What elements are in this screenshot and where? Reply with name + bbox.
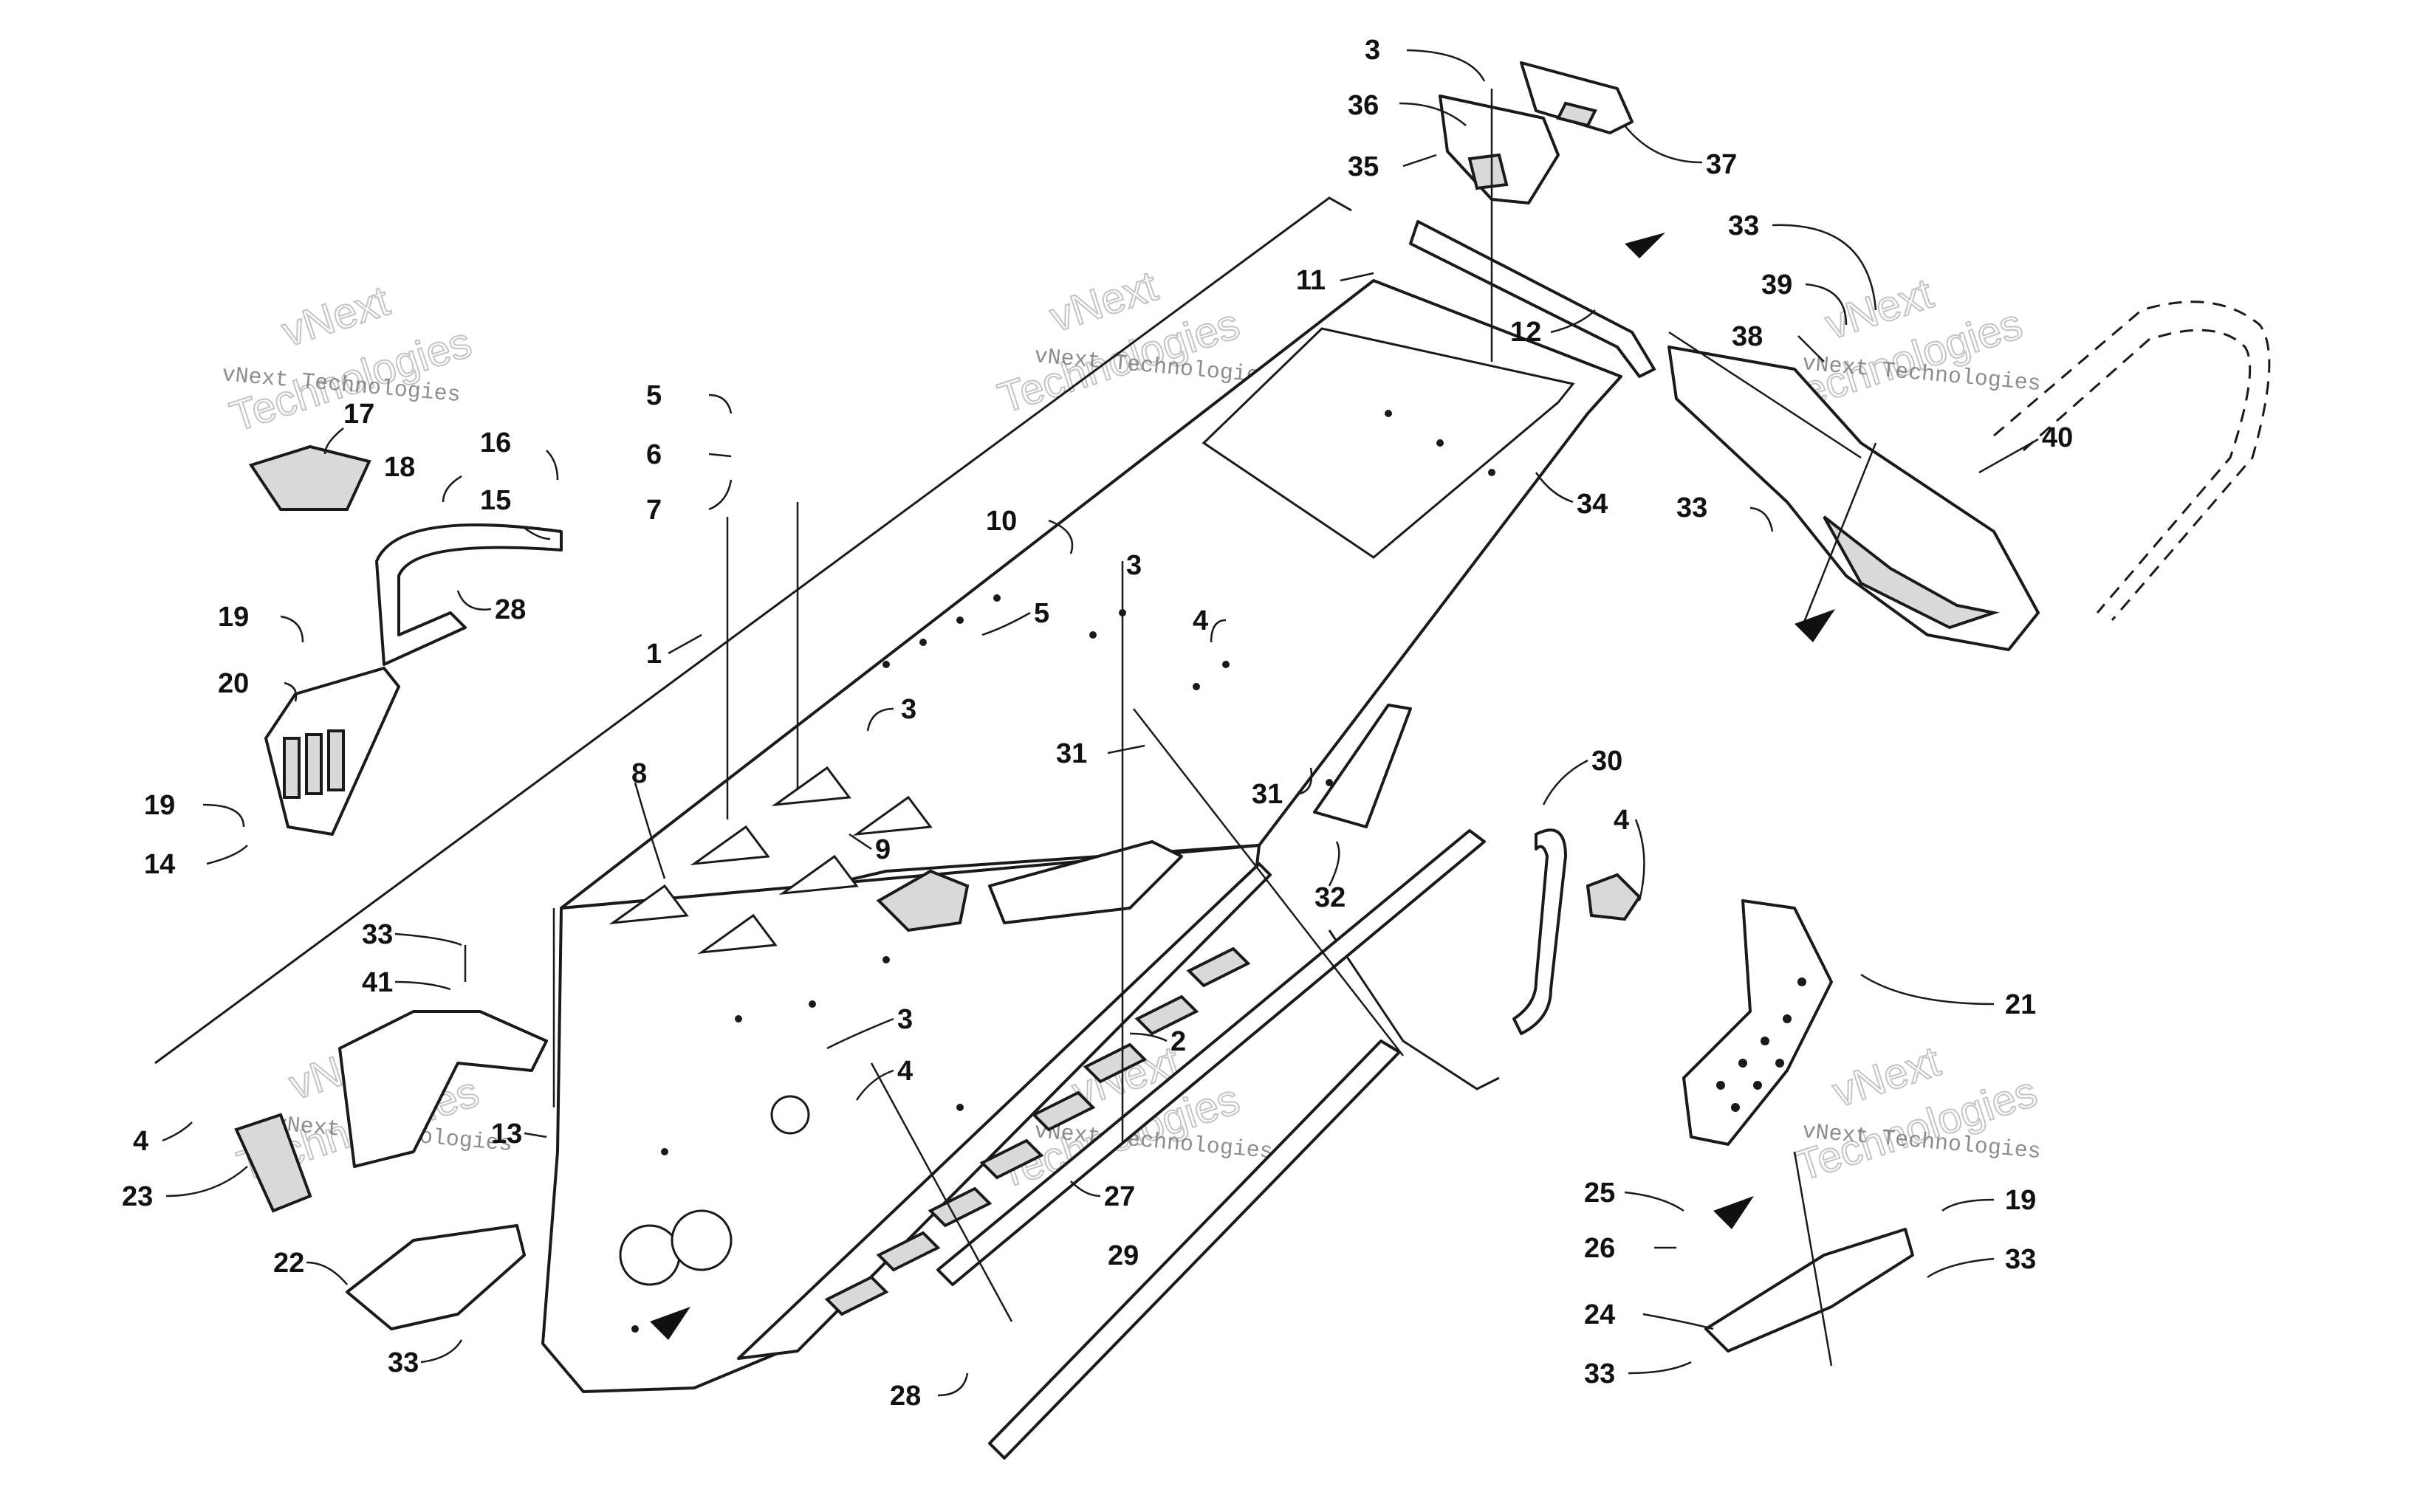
assembly-bracket-line-lower xyxy=(1328,929,1500,1090)
cover-17 xyxy=(248,444,371,511)
running-board-cutouts xyxy=(824,946,1251,1316)
callout-29: 29 xyxy=(1108,1240,1139,1271)
bracket-23 xyxy=(234,1113,312,1213)
footrest-25 xyxy=(1682,899,1833,1146)
callout-leaders xyxy=(162,49,2039,1397)
callout-4-left: 4 xyxy=(133,1126,148,1157)
rear-bracket-12 xyxy=(1409,220,1656,378)
callout-33-rear: 33 xyxy=(1728,210,1759,241)
watermark-1-line1: vNext xyxy=(276,277,395,357)
callout-2: 2 xyxy=(1170,1026,1186,1057)
rivet-dots xyxy=(631,410,1495,1333)
belly-pan-24 xyxy=(1704,1228,1914,1353)
grab-bar-15 xyxy=(375,523,563,666)
callout-8: 8 xyxy=(631,758,647,789)
callout-11: 11 xyxy=(1296,265,1326,296)
callout-18: 18 xyxy=(384,452,415,483)
cooler-panel xyxy=(1202,327,1575,559)
callout-36: 36 xyxy=(1348,90,1379,121)
deck-cutouts xyxy=(609,766,933,955)
arrow-marker-2 xyxy=(1795,609,1835,642)
callout-33-right: 33 xyxy=(2005,1244,2036,1275)
callout-4-lower: 4 xyxy=(897,1056,913,1087)
callout-23: 23 xyxy=(122,1181,153,1212)
callout-4-right: 4 xyxy=(1614,805,1629,836)
callout-26: 26 xyxy=(1584,1233,1615,1264)
callout-1: 1 xyxy=(646,639,662,670)
callouts: 3 36 35 37 11 12 33 39 38 40 33 34 10 5 … xyxy=(122,35,2073,1412)
assembly-bracket-line xyxy=(154,196,1352,1065)
callout-5-left: 5 xyxy=(646,380,662,411)
callout-35: 35 xyxy=(1348,151,1379,182)
callout-40: 40 xyxy=(2042,422,2073,453)
callout-4-center: 4 xyxy=(1193,605,1208,636)
callout-19-upper: 19 xyxy=(218,602,249,633)
side-bracket-ribbed xyxy=(988,840,1183,924)
callout-24: 24 xyxy=(1584,1299,1615,1330)
callout-13: 13 xyxy=(491,1118,522,1150)
callout-41: 41 xyxy=(362,967,393,998)
callout-31-right: 31 xyxy=(1252,779,1283,810)
side-hole-1 xyxy=(619,1224,681,1286)
rail-27 xyxy=(936,829,1486,1286)
callout-33-rear-lower: 33 xyxy=(1676,492,1707,523)
callout-39: 39 xyxy=(1761,269,1792,300)
callout-9: 9 xyxy=(875,834,891,865)
callout-3-center: 3 xyxy=(1126,550,1142,581)
callout-20: 20 xyxy=(218,668,249,699)
callout-19-lower: 19 xyxy=(144,790,175,821)
arrow-marker-4 xyxy=(1713,1196,1754,1229)
callout-16: 16 xyxy=(480,427,511,458)
callout-21: 21 xyxy=(2005,989,2036,1020)
bracket-20-slots xyxy=(283,729,345,799)
callout-32: 32 xyxy=(1314,882,1346,913)
callout-6: 6 xyxy=(646,439,662,470)
plate-4-right xyxy=(1586,873,1642,921)
belly-pan-22 xyxy=(346,1224,526,1330)
callout-27: 27 xyxy=(1104,1181,1135,1212)
side-hole-2 xyxy=(671,1209,733,1271)
rear-bumper-outline xyxy=(1993,300,2271,621)
callout-10: 10 xyxy=(986,506,1017,537)
callout-25: 25 xyxy=(1584,1178,1615,1209)
callout-12: 12 xyxy=(1510,317,1541,348)
rear-plate-37 xyxy=(1520,61,1634,134)
callout-28-bottom: 28 xyxy=(890,1381,921,1412)
front-mount-41 xyxy=(338,1010,548,1168)
callout-33-bottom-left: 33 xyxy=(388,1347,419,1378)
brace-32 xyxy=(1313,704,1412,828)
callout-33-bottom-right: 33 xyxy=(1584,1358,1615,1389)
tunnel-assembly xyxy=(541,279,1622,1393)
callout-3-lower: 3 xyxy=(897,1004,913,1035)
callout-14: 14 xyxy=(144,849,175,880)
callout-38: 38 xyxy=(1732,321,1763,352)
callout-30: 30 xyxy=(1591,746,1622,777)
callout-33-left: 33 xyxy=(362,919,393,950)
callout-31-left: 31 xyxy=(1056,738,1087,769)
callout-3-top: 3 xyxy=(1365,35,1380,66)
callout-7: 7 xyxy=(646,495,662,526)
arrow-marker-1 xyxy=(1625,233,1665,258)
callout-22: 22 xyxy=(273,1248,304,1279)
callout-37: 37 xyxy=(1706,149,1737,180)
callout-3-deck: 3 xyxy=(901,694,916,725)
footrest-25-holes xyxy=(1716,977,1806,1112)
callout-17: 17 xyxy=(343,399,374,430)
assembly-leaders xyxy=(464,89,1877,1367)
callout-34: 34 xyxy=(1577,489,1608,520)
side-hole-3 xyxy=(770,1095,810,1135)
front-gusset xyxy=(876,869,970,932)
chain-30 xyxy=(1512,828,1567,1035)
callout-19-right: 19 xyxy=(2005,1185,2036,1216)
watermark-6: vNext Technologies vNext Technologies xyxy=(1789,1037,2043,1192)
arrow-marker-3 xyxy=(650,1307,690,1340)
running-board xyxy=(737,862,1272,1360)
callout-15: 15 xyxy=(480,485,511,516)
callout-5-center: 5 xyxy=(1034,598,1049,629)
rear-plate-36 xyxy=(1439,94,1560,205)
callout-28-left: 28 xyxy=(495,594,526,625)
